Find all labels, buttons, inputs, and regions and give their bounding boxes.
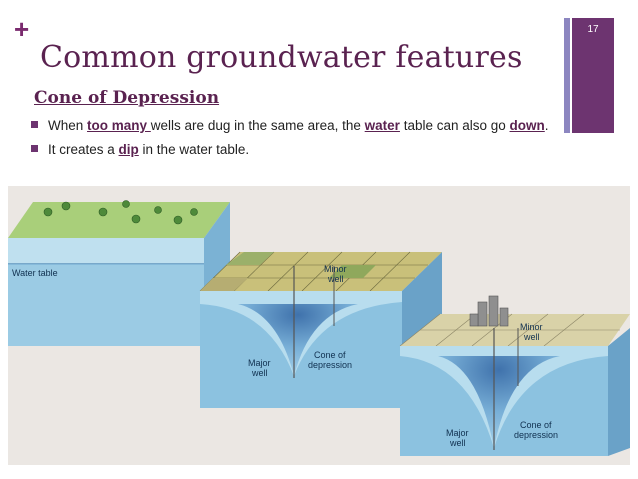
bullet-item: When too many wells are dug in the same … — [30, 116, 600, 135]
text-run: table can also go — [399, 118, 510, 133]
minor-well-label-1: Minor well — [324, 264, 349, 284]
grass-top — [8, 202, 230, 238]
groundwater-illustration: Water table M — [8, 186, 630, 465]
bullet-text: It creates a dip in the water table. — [48, 142, 249, 157]
cone-water-2 — [400, 356, 608, 456]
block-wells-2: Minor well Major well Cone of depression — [399, 295, 630, 456]
cone-label-2: Cone of depression — [514, 420, 558, 440]
accent-bar-light — [564, 18, 570, 133]
text-run: wells are dug in the same area, the — [150, 118, 365, 133]
text-run: in the water table. — [138, 142, 250, 157]
slide-number: 17 — [587, 24, 599, 35]
bullet-list: When too many wells are dug in the same … — [30, 116, 600, 164]
cone-of-depression-2 — [438, 356, 560, 448]
block-land: Water table — [8, 200, 230, 346]
water-zone — [8, 264, 204, 346]
major-well-label-2: Major well — [446, 428, 471, 448]
groundwater-figure: Water table M — [8, 186, 630, 465]
plus-icon: + — [14, 14, 30, 44]
text-run: When — [48, 118, 88, 133]
accent-bar-dark — [572, 18, 614, 133]
building-icons — [469, 295, 509, 327]
tree-icons — [43, 200, 198, 225]
slide-subtitle: Cone of Depression — [34, 88, 220, 108]
bullet-text: When too many wells are dug in the same … — [48, 118, 549, 133]
text-run: . — [544, 118, 549, 133]
block3-side — [608, 328, 630, 456]
keyword: dip — [118, 142, 139, 157]
water-table-label: Water table — [12, 268, 58, 278]
major-well-label-1: Major well — [248, 358, 273, 378]
minor-well-label-2: Minor well — [520, 322, 545, 342]
cone-label-1: Cone of depression — [308, 350, 352, 370]
bullet-marker-icon — [31, 121, 38, 128]
text-run: It creates a — [48, 142, 119, 157]
cone-water — [200, 302, 402, 408]
keyword: too many — [87, 118, 151, 133]
keyword: down — [509, 118, 545, 133]
block-wells-1: Minor well Major well Cone of depression — [199, 251, 442, 408]
bullet-item: It creates a dip in the water table. — [30, 140, 600, 159]
bullet-marker-icon — [31, 145, 38, 152]
slide-title: Common groundwater features — [40, 40, 523, 75]
keyword: water — [364, 118, 400, 133]
cone-of-depression-1 — [238, 304, 358, 376]
